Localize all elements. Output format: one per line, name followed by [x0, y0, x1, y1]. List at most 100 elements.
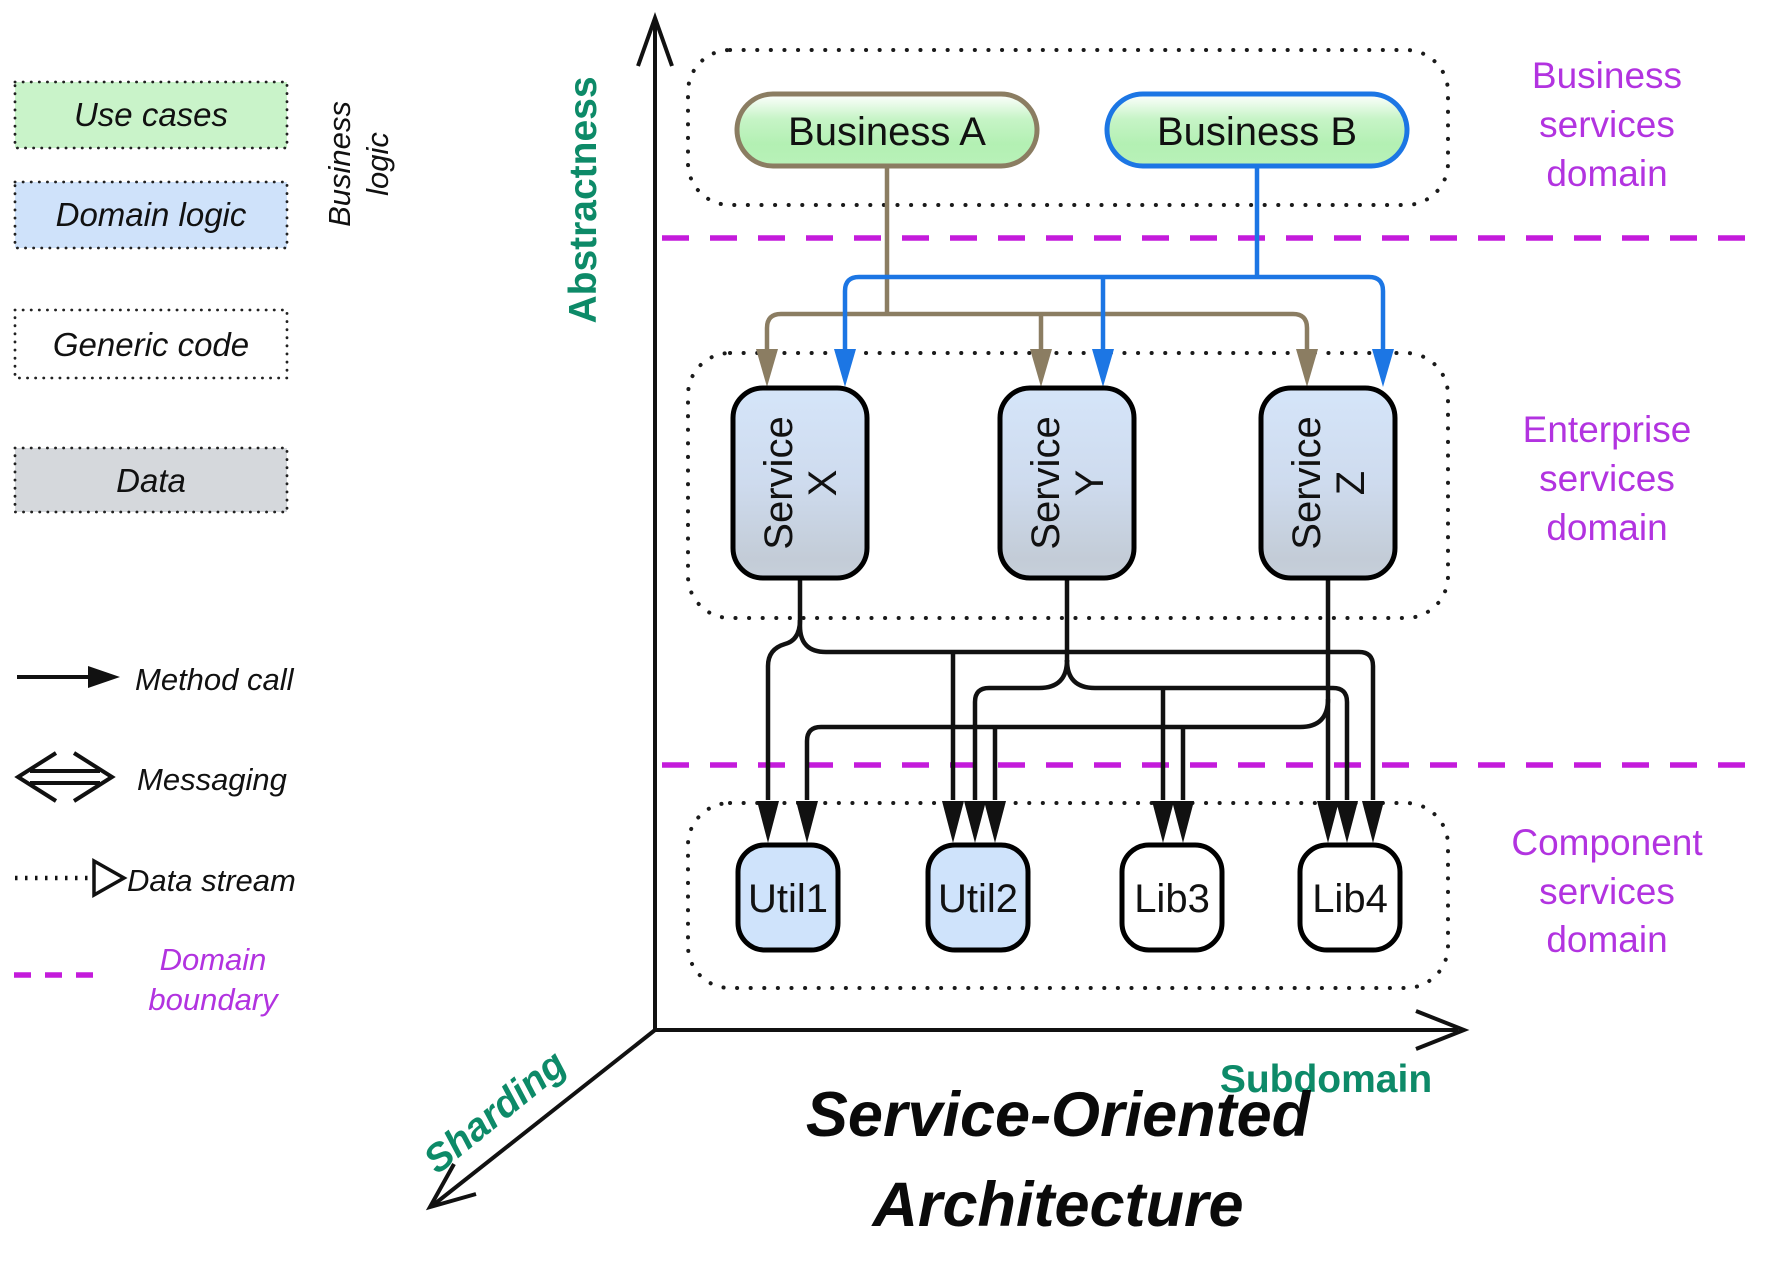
service-x-label: ServiceX — [757, 416, 845, 549]
business-b-node: Business B — [1104, 91, 1410, 169]
lib4-node: Lib4 — [1297, 842, 1403, 953]
util2-box — [925, 842, 1031, 953]
arrowhead-a-to-y — [1030, 349, 1052, 387]
lib4-box — [1297, 842, 1403, 953]
open-triangle-arrowhead-icon — [92, 857, 128, 899]
service-connector-arrowheads — [757, 801, 1384, 843]
arrowhead-y-to-lib3 — [1152, 801, 1174, 843]
service-y-label: ServiceY — [1024, 416, 1112, 549]
domain-boundary-label-l2: boundary — [148, 982, 280, 1017]
business-a-connector — [764, 166, 1310, 352]
arrowhead-y-to-util2 — [964, 801, 986, 843]
component-domain-label-l3: domain — [1546, 919, 1667, 960]
generic-code-swatch — [13, 308, 289, 380]
business-a-node: Business A — [734, 91, 1040, 169]
component-domain-border — [686, 801, 1450, 990]
method-call-label: Method call — [135, 662, 295, 697]
axes — [425, 12, 1470, 1211]
data-swatch — [13, 446, 289, 514]
business-domain-label-l2: services — [1539, 104, 1675, 145]
service-y-to-lib4 — [1064, 659, 1350, 800]
enterprise-domain-label-l1: Enterprise — [1523, 409, 1692, 450]
data-label: Data — [116, 462, 186, 499]
arrowhead-x-to-util1 — [757, 801, 779, 843]
service-y-to-util2 — [972, 659, 1070, 800]
component-domain-label-l1: Component — [1511, 822, 1703, 863]
business-b-branch-line — [842, 274, 1386, 352]
business-logic-group-label: Businesslogic — [322, 101, 395, 227]
service-x-to-util1 — [765, 619, 803, 800]
arrowhead-z-to-lib3 — [1172, 801, 1194, 843]
business-a-box — [734, 91, 1040, 169]
business-b-box — [1104, 91, 1410, 169]
business-b-arrowheads — [834, 349, 1394, 387]
generic-code-label: Generic code — [53, 326, 249, 363]
lib3-node: Lib3 — [1119, 842, 1225, 953]
business-a-branch-line — [764, 311, 1310, 352]
subdomain-axis-label: Subdomain — [1220, 1058, 1432, 1101]
horizontal-axis-arrowhead-icon — [1415, 1009, 1470, 1051]
business-domain-label: Business services domain — [1532, 55, 1682, 194]
arrowhead-b-to-z — [1372, 349, 1394, 387]
arrowhead-z-to-util2 — [984, 801, 1006, 843]
solid-arrowhead-icon — [88, 666, 120, 688]
use-cases-swatch — [13, 80, 289, 150]
domain-boundary-label-l1: Domain — [160, 942, 267, 977]
arrowhead-a-to-z — [1296, 349, 1318, 387]
data-stream-label: Data stream — [127, 863, 296, 898]
service-x-to-lib4 — [797, 625, 1376, 800]
service-z-node: ServiceZ — [1258, 385, 1398, 581]
business-domain-border — [686, 48, 1450, 207]
util1-node: Util1 — [735, 842, 841, 953]
title-line-1: Service-Oriented — [806, 1080, 1312, 1150]
lib3-label: Lib3 — [1134, 877, 1210, 921]
business-b-connector — [842, 166, 1386, 352]
business-a-arrowheads — [756, 349, 1318, 387]
vertical-axis-arrowhead-icon — [636, 12, 674, 67]
business-domain-label-l1: Business — [1532, 55, 1682, 96]
messaging-right-arrowhead-icon — [72, 751, 116, 803]
service-x-node: ServiceX — [730, 385, 870, 581]
util1-label: Util1 — [748, 877, 828, 921]
enterprise-domain-label: Enterprise services domain — [1523, 409, 1692, 548]
diagram-title: Service-Oriented Architecture — [806, 1080, 1312, 1240]
component-domain-label: Component services domain — [1511, 822, 1703, 960]
arrowhead-y-to-lib4 — [1336, 801, 1358, 843]
arrowhead-x-to-util2 — [942, 801, 964, 843]
title-line-2: Architecture — [870, 1170, 1243, 1240]
arrowhead-a-to-x — [756, 349, 778, 387]
service-z-to-util1 — [804, 698, 1331, 800]
business-a-label: Business A — [788, 110, 986, 154]
util2-node: Util2 — [925, 842, 1031, 953]
legend-connectors: Method call Messaging Data stream Domain… — [14, 662, 296, 1017]
arrowhead-z-to-util1 — [796, 801, 818, 843]
lib4-label: Lib4 — [1312, 877, 1388, 921]
service-y-node: ServiceY — [997, 385, 1137, 581]
business-b-label: Business B — [1157, 110, 1357, 154]
lib3-box — [1119, 842, 1225, 953]
messaging-left-arrowhead-icon — [14, 751, 58, 803]
util2-label: Util2 — [938, 877, 1018, 921]
business-domain-label-l3: domain — [1546, 153, 1667, 194]
arrowhead-x-to-lib4 — [1362, 801, 1384, 843]
use-cases-label: Use cases — [74, 96, 228, 133]
depth-axis-arrowhead-icon — [425, 1163, 477, 1211]
enterprise-domain-border — [686, 351, 1450, 620]
domain-logic-label: Domain logic — [56, 196, 247, 233]
depth-axis — [430, 1028, 657, 1208]
domain-logic-swatch — [13, 180, 289, 250]
util1-box — [735, 842, 841, 953]
component-domain-label-l2: services — [1539, 871, 1675, 912]
arrowhead-b-to-y — [1092, 349, 1114, 387]
service-z-box — [1258, 385, 1398, 581]
abstractness-axis-label: Abstractness — [562, 76, 605, 323]
arrowhead-z-to-lib4 — [1317, 801, 1339, 843]
messaging-label: Messaging — [137, 762, 287, 797]
double-open-arrow-icon — [14, 751, 116, 803]
service-x-box — [730, 385, 870, 581]
enterprise-domain-label-l3: domain — [1546, 507, 1667, 548]
enterprise-domain-label-l2: services — [1539, 458, 1675, 499]
arrowhead-b-to-x — [834, 349, 856, 387]
